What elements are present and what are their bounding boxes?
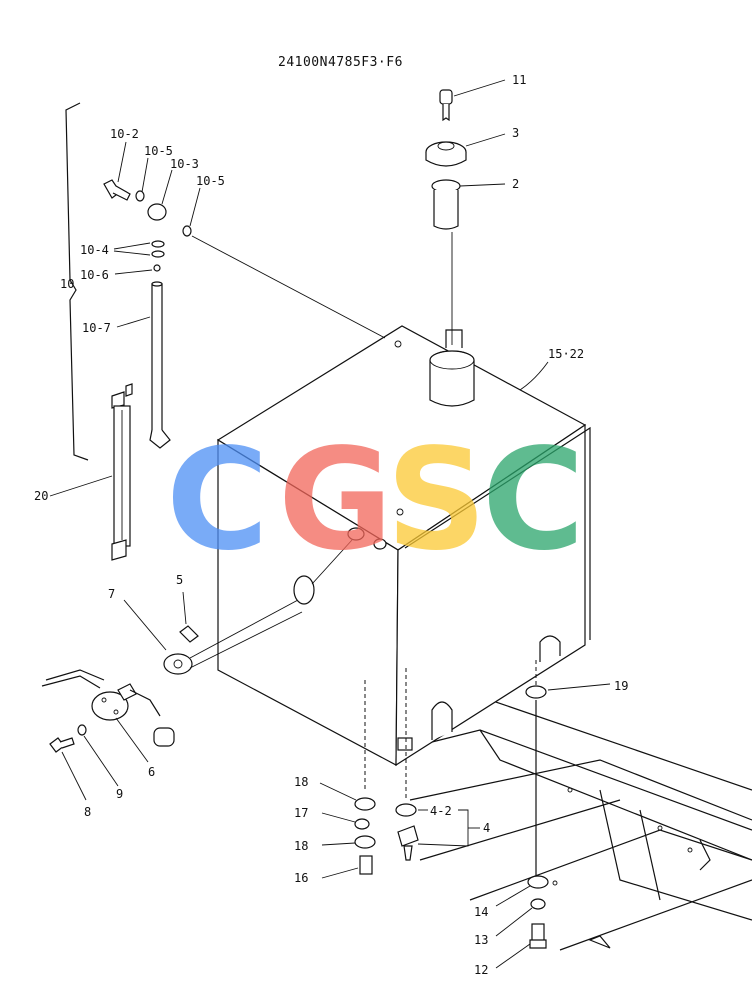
callout-6: 6: [148, 765, 155, 779]
mount-stack-left: [319, 680, 376, 879]
fuel-sender-6: [41, 669, 175, 763]
chassis-frame: [409, 699, 752, 951]
filler-cap-3: [425, 133, 506, 167]
callout-10: 10: [60, 277, 74, 291]
drawing-number: 24100N4785F3·F6: [278, 55, 403, 70]
washer-9: [77, 724, 119, 787]
gasket-7: [123, 539, 353, 675]
callout-15-22: 15·22: [548, 347, 584, 361]
callout-10-7: 10-7: [82, 321, 111, 335]
callout-20: 20: [34, 489, 48, 503]
watermark-letter-2: G: [278, 419, 393, 582]
callout-19: 19: [614, 679, 628, 693]
callout-10-5-a: 10-5: [144, 144, 173, 158]
callout-labels: 11 3 2 15·22 10-2 10-5 10-3 10-5 10-4 10…: [34, 73, 628, 977]
callout-17: 17: [294, 806, 308, 820]
key-11: [439, 79, 506, 122]
callout-2: 2: [512, 177, 519, 191]
callout-10-6: 10-6: [80, 268, 109, 282]
mount-stack-right: [395, 668, 480, 861]
callout-5: 5: [176, 573, 183, 587]
callout-8: 8: [84, 805, 91, 819]
callout-14: 14: [474, 905, 488, 919]
plug-5: [179, 591, 199, 643]
callout-16: 16: [294, 871, 308, 885]
callout-3: 3: [512, 126, 519, 140]
callout-4-2: 4-2: [430, 804, 452, 818]
watermark-letter-1: C: [166, 419, 269, 582]
callout-10-2: 10-2: [110, 127, 139, 141]
watermark-letter-4: C: [482, 419, 585, 582]
callout-11: 11: [512, 73, 526, 87]
group-10-bracket: [65, 102, 89, 461]
callout-13: 13: [474, 933, 488, 947]
callout-18-a: 18: [294, 775, 308, 789]
cushion-19: [525, 660, 611, 880]
watermark-letter-3: S: [386, 419, 487, 582]
callout-12: 12: [474, 963, 488, 977]
level-gauge-20: [49, 383, 133, 561]
gauge-assembly-10: [103, 141, 386, 449]
callout-7: 7: [108, 587, 115, 601]
tank-leader-15-22: [519, 361, 549, 391]
watermark-logo: C G S C: [166, 419, 585, 582]
fuel-tank: [216, 325, 591, 767]
callout-4: 4: [483, 821, 490, 835]
callout-10-4: 10-4: [80, 243, 109, 257]
screw-8: [49, 737, 87, 801]
callout-10-3: 10-3: [170, 157, 199, 171]
callout-18-b: 18: [294, 839, 308, 853]
mount-stack-bottom: [495, 875, 549, 969]
callout-10-5-b: 10-5: [196, 174, 225, 188]
strainer-2: [431, 179, 506, 345]
callout-9: 9: [116, 787, 123, 801]
